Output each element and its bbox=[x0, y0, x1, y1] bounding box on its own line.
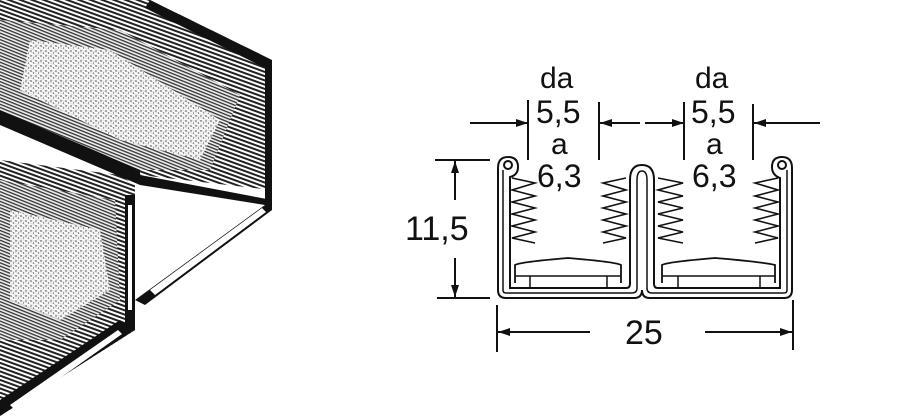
perspective-illustration bbox=[0, 0, 272, 416]
left-da-value: 5,5 bbox=[536, 94, 581, 130]
right-da-value: 5,5 bbox=[691, 94, 736, 130]
left-da-label: da bbox=[540, 62, 574, 95]
bristles-right-outer bbox=[751, 177, 782, 244]
bristles-right-inner bbox=[654, 177, 684, 244]
right-a-label: a bbox=[706, 128, 723, 161]
lower-channel bbox=[0, 110, 140, 416]
width-dimension: 25 bbox=[625, 314, 663, 352]
right-da-label: da bbox=[695, 62, 729, 95]
bristles-left-outer bbox=[508, 177, 539, 244]
right-a-value: 6,3 bbox=[692, 158, 737, 194]
left-a-value: 6,3 bbox=[537, 158, 582, 194]
bristles-left-inner bbox=[599, 177, 630, 244]
height-dimension: 11,5 bbox=[405, 210, 469, 248]
left-a-label: a bbox=[551, 128, 568, 161]
